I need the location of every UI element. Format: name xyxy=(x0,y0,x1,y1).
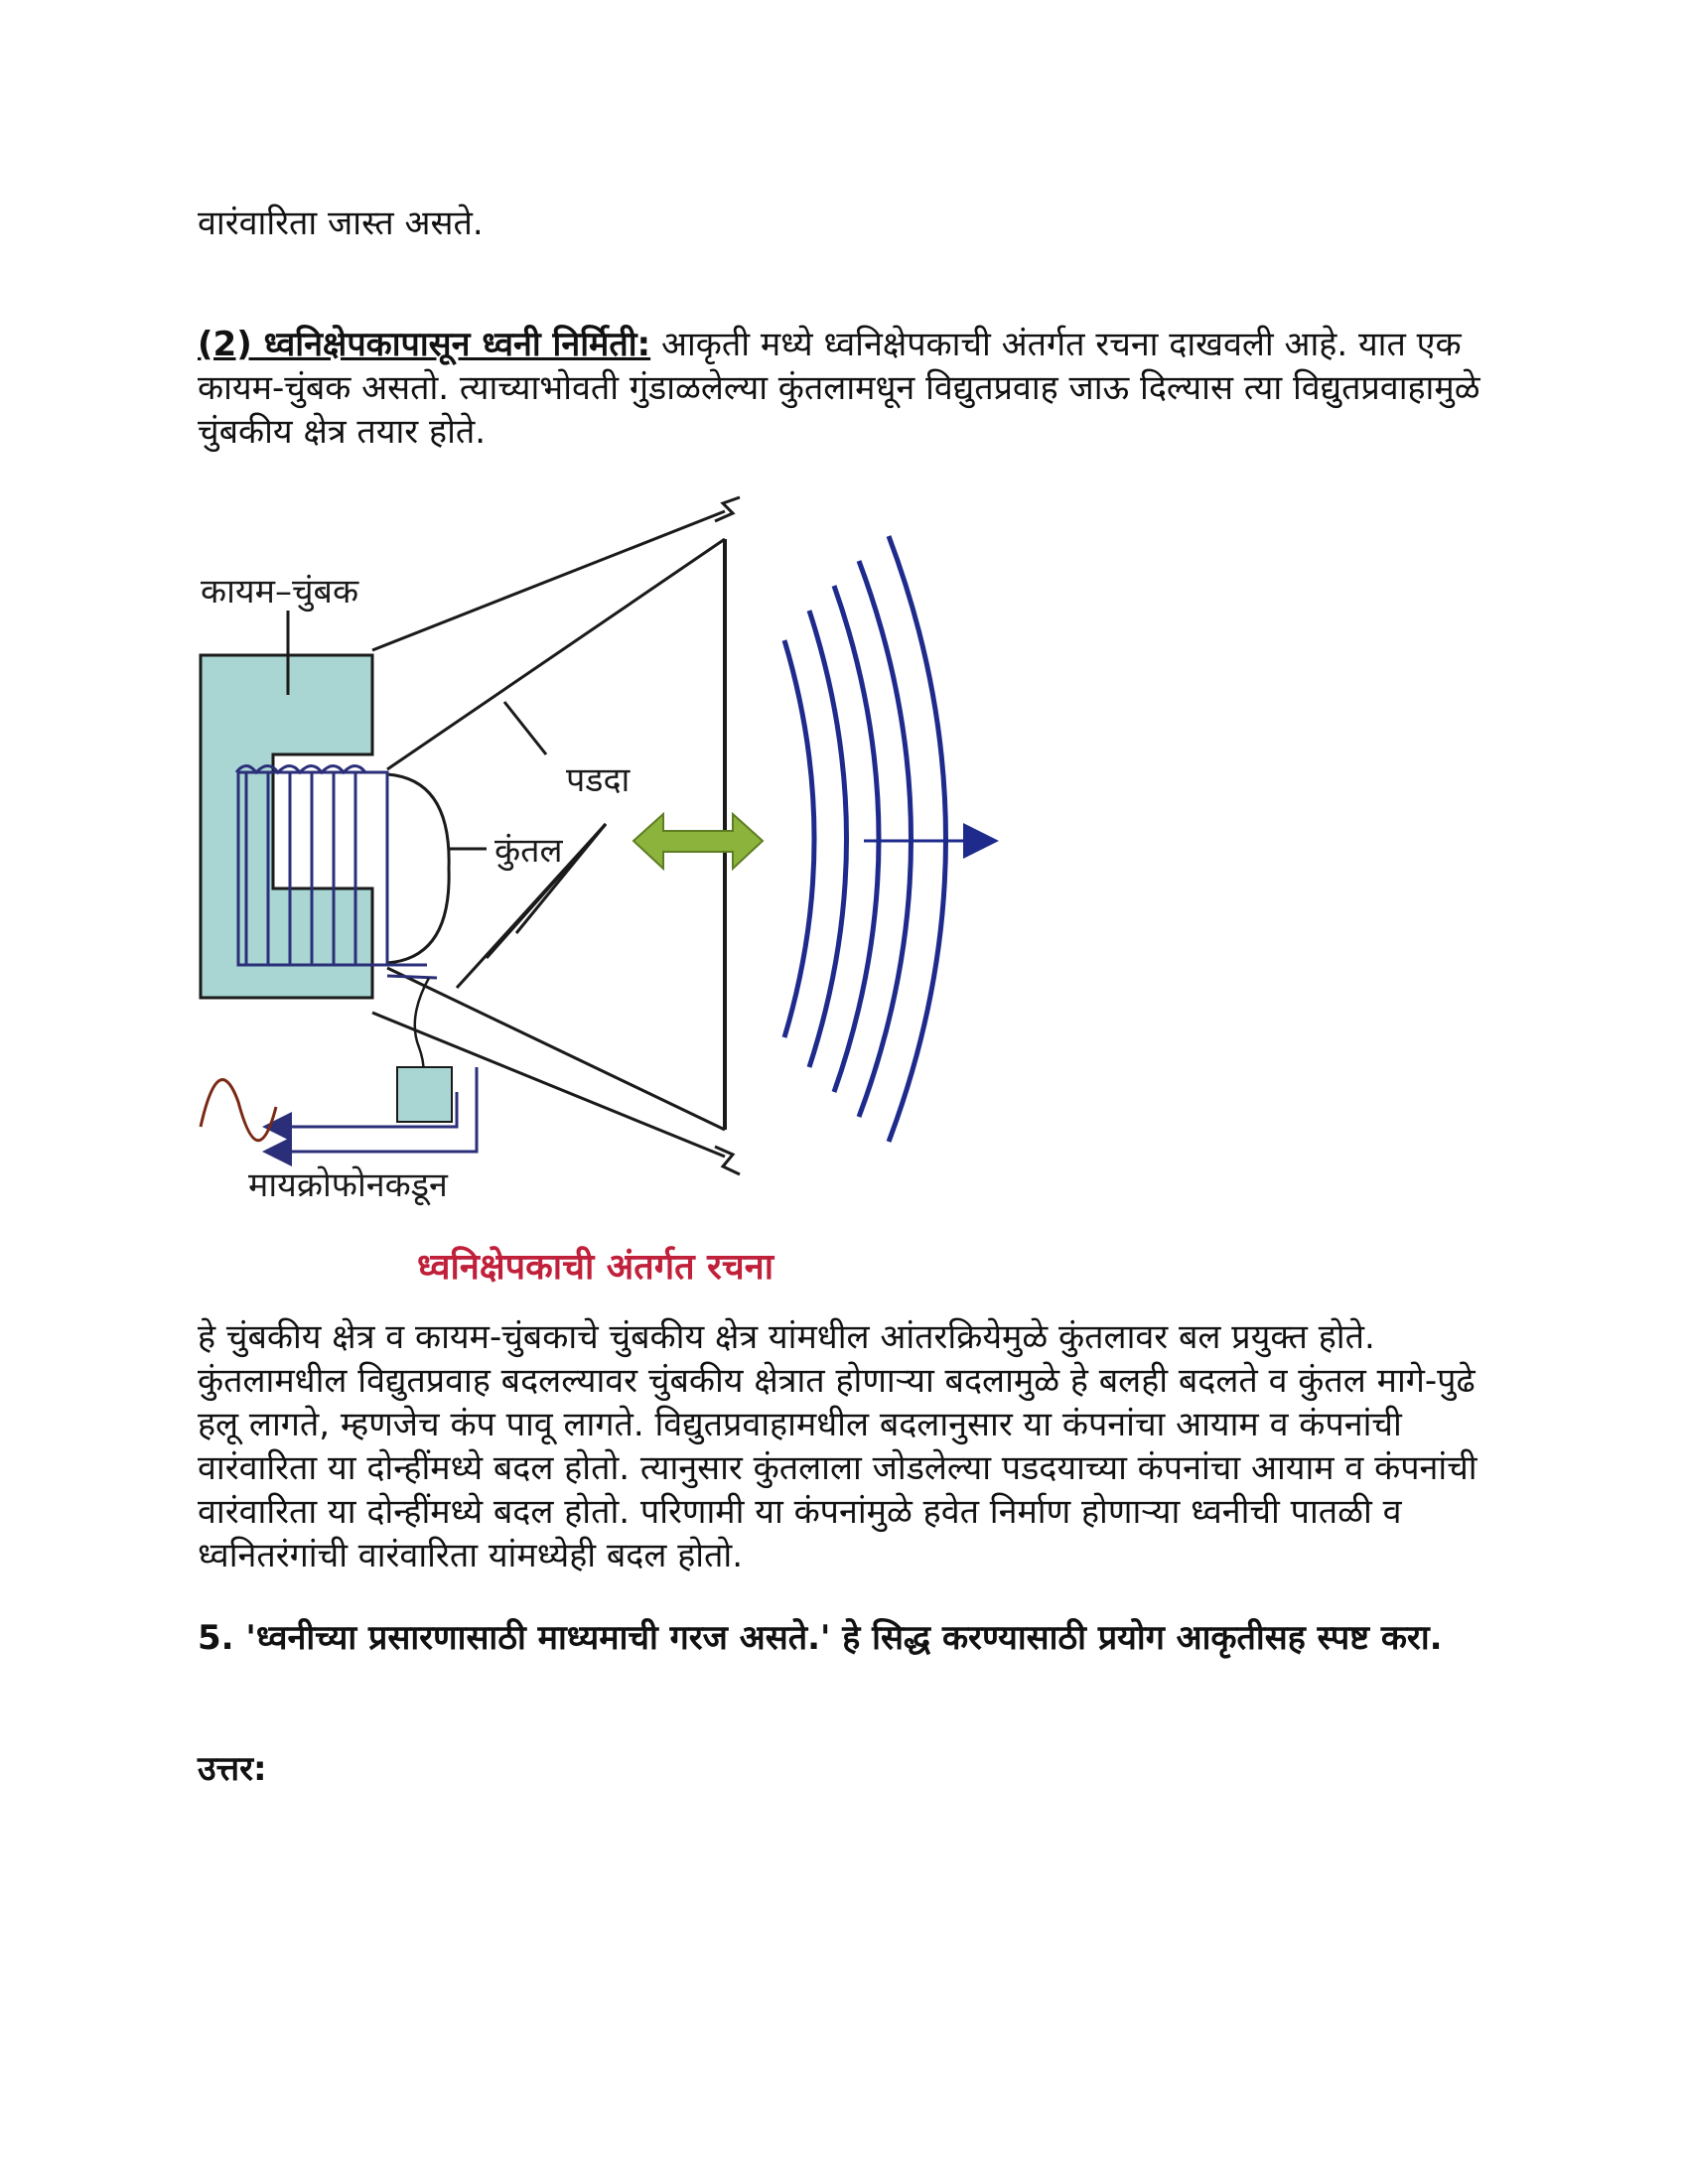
answer-label: उत्तर: xyxy=(198,1749,267,1789)
diaphragm-leader-4 xyxy=(455,822,608,990)
signal-arrow-2 xyxy=(262,1067,479,1166)
cone-outer-top xyxy=(371,509,726,652)
explanation-paragraph: हे चुंबकीय क्षेत्र व कायम-चुंबकाचे चुंबक… xyxy=(198,1317,1477,1575)
input-sine-wave xyxy=(199,1078,278,1143)
signal-arrow-1 xyxy=(262,1092,459,1142)
terminal-block xyxy=(396,1066,453,1123)
dust-cap xyxy=(386,772,451,965)
question-5: 5. 'ध्वनीच्या प्रसारणासाठी माध्यमाची गरज… xyxy=(198,1618,1443,1658)
section2-paragraph: (2) ध्वनिक्षेपकापासून ध्वनी निर्मिती: आक… xyxy=(198,323,1518,454)
intro-tail-text: वारंवारिता जास्त असते. xyxy=(198,204,484,243)
diaphragm-label: पडदा xyxy=(566,760,632,800)
permanent-magnet xyxy=(199,653,374,1000)
speaker-diagram: कायम–चुंबक पडदा कुंतल मायक्रोफोनकडून xyxy=(189,491,1043,1206)
vibration-arrow-icon xyxy=(632,811,765,872)
diaphragm-leader-1 xyxy=(502,701,548,755)
speaker-diagram-svg: कायम–चुंबक पडदा कुंतल मायक्रोफोनकडून xyxy=(199,495,999,1206)
cone-inner-bottom xyxy=(386,966,726,1132)
figure-caption: ध्वनिक्षेपकाची अंतर्गत रचना xyxy=(417,1247,774,1288)
cone-rim-bottom xyxy=(714,1145,741,1176)
cone-outer-bottom xyxy=(371,1011,726,1159)
magnet-label: कायम–चुंबक xyxy=(201,572,359,613)
cone-inner-top xyxy=(386,537,726,771)
microphone-label: मायक्रोफोनकडून xyxy=(248,1165,449,1206)
coil-label: कुंतल xyxy=(494,831,563,872)
cone-rim-top xyxy=(714,495,741,523)
voice-coil xyxy=(234,764,438,980)
section2-text: आकृती मध्ये ध्वनिक्षेपकाची अंतर्गत रचना … xyxy=(198,325,1480,452)
section2-heading: (2) ध्वनिक्षेपकापासून ध्वनी निर्मिती: xyxy=(198,325,651,364)
sound-waves xyxy=(781,535,948,1143)
